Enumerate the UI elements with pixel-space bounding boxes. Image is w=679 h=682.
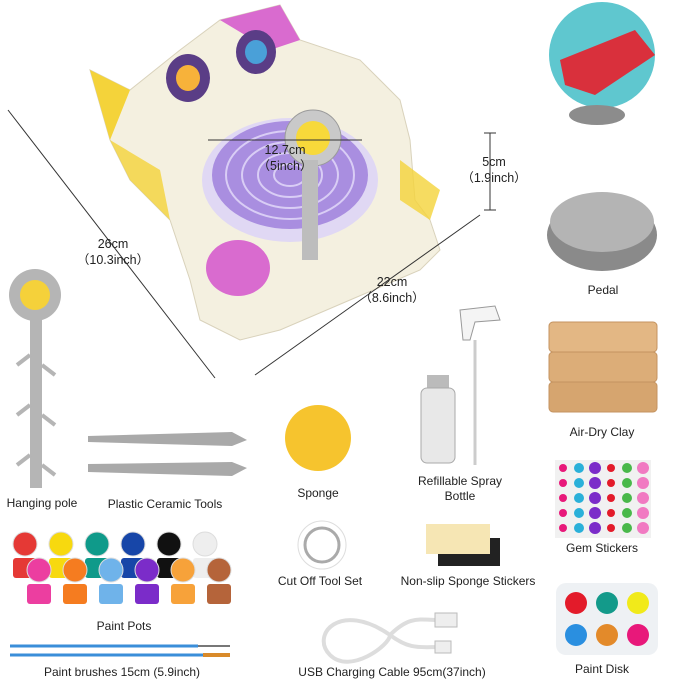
gem-stickers-label: Gem Stickers (565, 541, 639, 555)
paint-pot (27, 584, 51, 604)
paint-pot-lid (156, 531, 182, 557)
wheel-cm: 12.7cm (264, 143, 306, 157)
gem-sticker (622, 493, 632, 503)
gem-sticker (589, 522, 601, 534)
gem-sticker (574, 478, 584, 488)
gem-sticker (637, 492, 649, 504)
paint-disk-label: Paint Disk (574, 662, 630, 676)
hanging-pole-label: Hanging pole (6, 496, 78, 510)
cut-off-tool-image (297, 520, 347, 570)
gem-sticker (589, 492, 601, 504)
gem-sticker (622, 463, 632, 473)
wheel-dimension-label: 12.7cm （5inch） (258, 142, 313, 174)
non-slip-sponge-stickers-image (426, 524, 500, 566)
hanging-pole-image (9, 269, 61, 488)
gem-sticker (637, 462, 649, 474)
plastic-ceramic-tools-image (88, 432, 247, 476)
paint-pot (99, 584, 123, 604)
paint-brushes-label: Paint brushes 15cm (5.9inch) (43, 665, 201, 679)
paint-pot-lid (134, 557, 160, 583)
gem-sticker (559, 509, 567, 517)
paint-pot-lid (84, 531, 110, 557)
cut-off-tool-label: Cut Off Tool Set (277, 574, 363, 588)
cat-pottery-wheel-image (89, 4, 441, 341)
paint-pot (63, 584, 87, 604)
length-inch: （10.3inch） (76, 253, 150, 267)
sponge-label: Sponge (297, 486, 339, 500)
paint-disk-well (627, 624, 649, 646)
usb-cable-label: USB Charging Cable 95cm(37inch) (298, 665, 486, 679)
gem-sticker (607, 509, 615, 517)
gem-sticker (559, 464, 567, 472)
paint-pot-lid (120, 531, 146, 557)
gem-sticker (622, 478, 632, 488)
length-dimension-line (7, 109, 216, 379)
paint-pot (135, 584, 159, 604)
paint-pot-lid (62, 557, 88, 583)
paint-pot (171, 584, 195, 604)
spray-bottle-image (420, 305, 501, 465)
pedal-label: Pedal (587, 283, 619, 297)
gem-sticker (589, 477, 601, 489)
paint-pot-lid (192, 531, 218, 557)
paint-disk-well (596, 624, 618, 646)
usb-cable-image (321, 612, 458, 664)
sponge-image (285, 405, 351, 471)
gem-sticker (637, 507, 649, 519)
gem-sticker (637, 477, 649, 489)
paint-pot (207, 584, 231, 604)
gem-stickers-image (555, 460, 651, 538)
spray-label-line2: Bottle (444, 489, 476, 503)
gem-sticker (574, 493, 584, 503)
gem-sticker (574, 463, 584, 473)
wheel-inch: （5inch） (257, 159, 313, 173)
paint-disk-well (627, 592, 649, 614)
air-dry-clay-image (548, 321, 658, 413)
paint-pot-lid (170, 557, 196, 583)
plastic-ceramic-tools-label: Plastic Ceramic Tools (107, 497, 223, 511)
spray-bottle-label: Refillable Spray Bottle (418, 474, 502, 504)
gem-sticker (607, 494, 615, 502)
gem-sticker (637, 522, 649, 534)
gem-sticker (607, 479, 615, 487)
paint-pot-lid (12, 531, 38, 557)
width-dimension-line (254, 214, 481, 376)
height-cm: 5cm (482, 155, 506, 169)
height-dimension-label: 5cm （1.9inch） (461, 154, 526, 186)
paint-disk-image (556, 583, 658, 655)
gem-sticker (607, 524, 615, 532)
paint-disk-well (596, 592, 618, 614)
paint-pot-lid (98, 557, 124, 583)
air-dry-clay-label: Air-Dry Clay (569, 425, 635, 439)
width-inch: （8.6inch） (359, 291, 425, 305)
pedal-image (547, 2, 657, 271)
gem-sticker (622, 523, 632, 533)
paint-pot-lid (48, 531, 74, 557)
gem-sticker (559, 494, 567, 502)
gem-sticker (607, 464, 615, 472)
paint-disk-well (565, 624, 587, 646)
gem-sticker (574, 523, 584, 533)
paint-brushes-image (10, 644, 230, 657)
length-cm: 26cm (97, 237, 129, 251)
gem-sticker (589, 507, 601, 519)
gem-sticker (574, 508, 584, 518)
paint-pots-label: Paint Pots (96, 619, 152, 633)
width-cm: 22cm (376, 275, 408, 289)
paint-pot-lid (26, 557, 52, 583)
paint-pots-image (12, 531, 232, 604)
dimension-lines (7, 109, 496, 379)
length-dimension-label: 26cm （10.3inch） (77, 236, 149, 268)
gem-sticker (589, 462, 601, 474)
gem-sticker (559, 524, 567, 532)
width-dimension-label: 22cm （8.6inch） (359, 274, 424, 306)
paint-disk-well (565, 592, 587, 614)
height-inch: （1.9inch） (461, 171, 527, 185)
gem-sticker (622, 508, 632, 518)
spray-label-line1: Refillable Spray (417, 474, 503, 488)
gem-sticker (559, 479, 567, 487)
non-slip-sponge-stickers-label: Non-slip Sponge Stickers (400, 574, 536, 588)
paint-pot-lid (206, 557, 232, 583)
